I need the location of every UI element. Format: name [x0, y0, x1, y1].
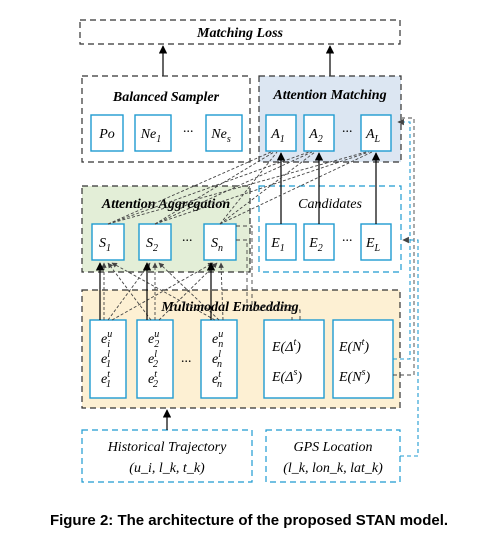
- svg-text:Sn: Sn: [211, 236, 223, 254]
- historical-trajectory-block: Historical Trajectory (u_i, l_k, t_k): [81, 429, 253, 483]
- embedding-column-n: [200, 319, 238, 399]
- svg-text:S2: S2: [146, 236, 158, 254]
- svg-text:etn: etn: [212, 369, 222, 390]
- embedding-to-aggregation-links: [101, 262, 224, 321]
- historical-trajectory-formula: (u_i, l_k, t_k): [129, 461, 205, 476]
- matching-item-a1: [265, 114, 297, 152]
- matching-ellipsis: ···: [342, 125, 353, 140]
- gps-location-title: GPS Location: [294, 440, 373, 455]
- candidates-block: Candidates E1 E2 ··· EL: [258, 185, 402, 273]
- svg-text:et2: et2: [148, 369, 158, 390]
- svg-text:E2: E2: [308, 236, 323, 254]
- svg-text:E1: E1: [270, 236, 285, 254]
- candidates-title: Candidates: [298, 197, 362, 212]
- matching-loss-block: Matching Loss: [79, 19, 401, 45]
- aggregation-item-s2: [138, 223, 172, 261]
- aggregation-to-matching-links: [107, 151, 373, 225]
- delta-embedding-box: [263, 319, 325, 399]
- embedding-ellipsis: ···: [181, 355, 192, 370]
- svg-text:E(Nt): E(Nt): [338, 337, 369, 355]
- svg-text:Ne1: Ne1: [140, 127, 162, 145]
- svg-text:AL: AL: [365, 127, 381, 145]
- embedding-column-1: [89, 319, 127, 399]
- balanced-sampler-block: Balanced Sampler Po Ne1 ··· Nes: [81, 75, 251, 163]
- embedding-column-2: [136, 319, 174, 399]
- svg-text:E(Δt): E(Δt): [271, 337, 301, 355]
- gps-to-candidates-connector: [400, 236, 419, 457]
- aggregation-ellipsis: ···: [182, 234, 193, 249]
- matching-item-al: [360, 114, 392, 152]
- figure-caption: Figure 2: The architecture of the propos…: [49, 512, 449, 529]
- gps-location-formula: (l_k, lon_k, lat_k): [283, 461, 383, 476]
- gps-location-block: GPS Location (l_k, lon_k, lat_k): [265, 429, 401, 483]
- svg-text:eu2: eu2: [148, 329, 159, 350]
- candidate-item-e2: [303, 223, 335, 261]
- svg-text:eln: eln: [212, 349, 222, 370]
- svg-text:eui: eui: [101, 329, 112, 350]
- svg-text:E(Δs): E(Δs): [271, 367, 302, 385]
- svg-text:A1: A1: [270, 127, 285, 145]
- sampler-item-ne1: [134, 114, 172, 152]
- attention-matching-block: Attention Matching A1 A2 ··· AL: [258, 75, 402, 163]
- multimodal-embedding-title: Multimodal Embedding: [160, 300, 298, 315]
- svg-text:el2: el2: [148, 349, 158, 370]
- sampler-item-nes: [205, 114, 243, 152]
- sampler-ellipsis: ···: [183, 125, 194, 140]
- svg-text:Po: Po: [98, 127, 115, 142]
- n-to-matching-connector-2: [393, 117, 415, 376]
- svg-text:et1: et1: [101, 369, 111, 390]
- sampler-item-po: [90, 114, 124, 152]
- attention-matching-title: Attention Matching: [272, 88, 386, 103]
- aggregation-item-sn: [203, 223, 237, 261]
- svg-text:E(Ns): E(Ns): [338, 367, 370, 385]
- delta-connectors: [236, 225, 301, 320]
- svg-text:A2: A2: [308, 127, 323, 145]
- svg-text:eun: eun: [212, 329, 223, 350]
- svg-text:S1: S1: [99, 236, 111, 254]
- historical-trajectory-title: Historical Trajectory: [107, 440, 227, 455]
- svg-text:el1: el1: [101, 349, 111, 370]
- candidates-ellipsis: ···: [342, 234, 353, 249]
- svg-text:Nes: Nes: [210, 127, 231, 145]
- balanced-sampler-title: Balanced Sampler: [112, 90, 220, 105]
- attention-aggregation-block: Attention Aggregation S1 S2 ··· Sn: [81, 185, 251, 273]
- matching-item-a2: [303, 114, 335, 152]
- attention-aggregation-title: Attention Aggregation: [101, 197, 230, 212]
- n-embedding-box: [332, 319, 394, 399]
- matching-loss-label: Matching Loss: [196, 26, 284, 41]
- aggregation-item-s1: [91, 223, 125, 261]
- svg-text:EL: EL: [365, 236, 381, 254]
